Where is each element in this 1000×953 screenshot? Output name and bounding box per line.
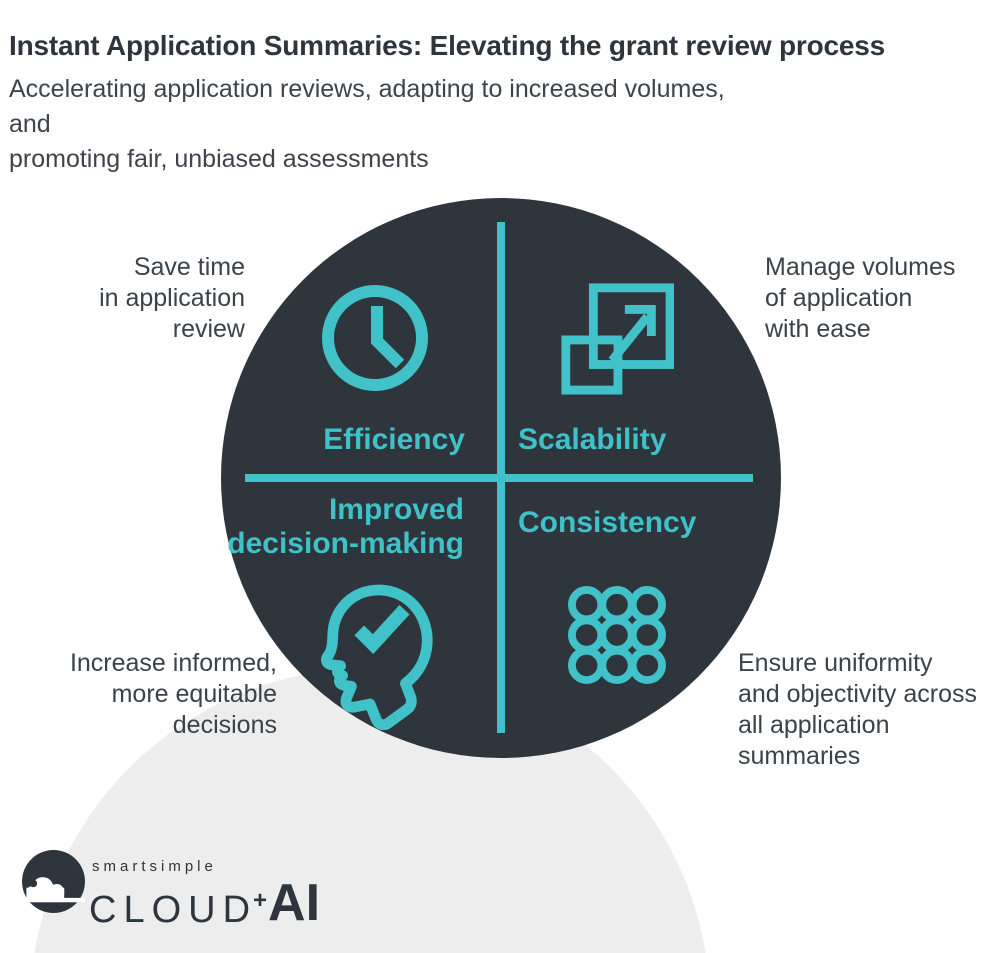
note-scalability: Manage volumes of application with ease <box>765 253 956 343</box>
expand-squares-icon <box>561 283 674 395</box>
smartsimple-cloud-ai-logo: smartsimple CLOUD+AI <box>22 843 320 929</box>
quadrant-label-efficiency: Efficiency <box>323 423 465 456</box>
cloud-logo-icon <box>22 850 85 913</box>
clock-icon <box>322 285 428 391</box>
page-subtitle: Accelerating application reviews, adapti… <box>9 75 725 173</box>
logo-text: smartsimple CLOUD+AI <box>89 858 320 929</box>
logo-brand-text: smartsimple <box>92 858 217 875</box>
quadrant-label-scalability: Scalability <box>518 423 667 456</box>
vertical-divider <box>497 222 505 733</box>
page-title: Instant Application Summaries: Elevating… <box>9 30 885 61</box>
logo-ai-text: AI <box>268 874 321 932</box>
quadrant-label-improved-decision-making: Improved decision-making <box>227 493 464 560</box>
logo-plus-sign: + <box>253 887 268 914</box>
logo-product-text: CLOUD <box>89 889 258 931</box>
dots-grid-icon <box>568 586 666 684</box>
head-checkmark-icon <box>321 584 433 730</box>
note-improved-decision-making: Increase informed, more equitable decisi… <box>69 649 277 739</box>
note-efficiency: Save time in application review <box>99 253 245 343</box>
note-consistency: Ensure uniformity and objectivity across… <box>738 649 978 770</box>
quadrant-label-consistency: Consistency <box>518 506 697 539</box>
